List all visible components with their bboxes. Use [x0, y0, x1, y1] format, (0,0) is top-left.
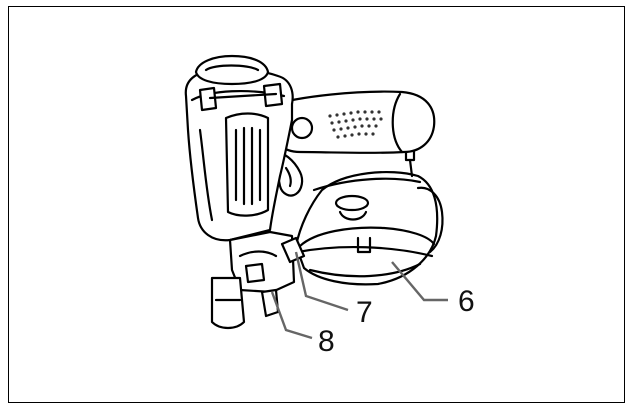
- callout-leaders: [270, 251, 448, 340]
- handle: [266, 90, 436, 154]
- callout-6: 6: [458, 285, 475, 318]
- top-cap: [194, 54, 284, 112]
- leader-6: [391, 261, 448, 302]
- leader-8: [270, 291, 313, 340]
- callout-8: 8: [318, 325, 335, 358]
- nose-assembly: [210, 230, 306, 330]
- callout-7: 7: [356, 296, 373, 329]
- leader-7: [294, 251, 349, 312]
- magazine-canister: [294, 148, 444, 286]
- handle-vent-dots: [328, 110, 383, 139]
